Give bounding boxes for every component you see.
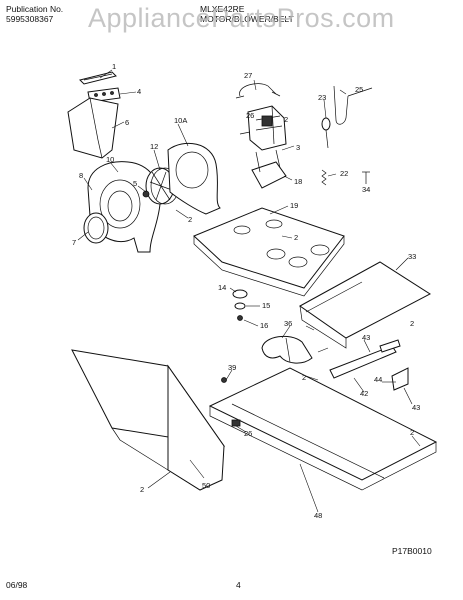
leader-lines (77, 69, 421, 513)
callout: 48 (314, 511, 322, 520)
callout: 10A (174, 116, 187, 125)
callout: 2 (284, 115, 288, 124)
callout: 10 (106, 155, 114, 164)
callout: 2 (410, 319, 414, 328)
callout: 42 (360, 389, 368, 398)
callout: 15 (262, 301, 270, 310)
callout: 25 (355, 85, 363, 94)
part-base (208, 367, 438, 491)
callout: 8 (79, 171, 83, 180)
callout: 2 (188, 215, 192, 224)
part-filter-strip (79, 71, 117, 85)
part-bushing (232, 289, 248, 321)
callout: 23 (318, 93, 326, 102)
part-idler-arm (333, 85, 373, 125)
callout: 2 (410, 428, 414, 437)
part-pulley (321, 117, 331, 149)
callout: 36 (284, 319, 292, 328)
page-number: 4 (236, 580, 241, 590)
model-number: MLXE42RE (200, 4, 245, 14)
callout: 18 (294, 177, 302, 186)
part-duct (67, 97, 119, 159)
part-rail (299, 261, 431, 349)
watermark: AppliancePartsPros.com (88, 3, 395, 33)
callout: 34 (362, 185, 370, 194)
part-blower-wheel (142, 167, 180, 205)
part-screw (362, 171, 370, 184)
callout: 1 (112, 62, 116, 71)
callout: 6 (125, 118, 129, 127)
part-housing-front (167, 142, 221, 215)
callout: 33 (408, 252, 416, 261)
callout: 19 (290, 201, 298, 210)
callout: 7 (72, 238, 76, 247)
callout: 2 (140, 485, 144, 494)
callout: 44 (374, 375, 382, 384)
section-title: MOTOR/BLOWER/BELT (200, 14, 294, 24)
callout: 14 (218, 283, 226, 292)
part-motor-mount (251, 149, 287, 189)
callout: 39 (228, 363, 236, 372)
footer-date: 06/98 (6, 580, 28, 590)
publication-number: 5995308367 (6, 14, 54, 24)
callout: 2 (302, 373, 306, 382)
callout: 16 (260, 321, 268, 330)
callout: 27 (244, 71, 252, 80)
callout: 2 (294, 233, 298, 242)
callout-labels: 1 4 6 10 10A 12 5 8 7 2 27 26 2 25 23 3 … (72, 62, 420, 520)
callout: 50 (202, 481, 210, 490)
part-spring (321, 169, 327, 186)
callout: 22 (340, 169, 348, 178)
callout: 43 (362, 333, 370, 342)
callout: 43 (412, 403, 420, 412)
part-clip (87, 87, 121, 103)
callout: 26 (244, 429, 252, 438)
drawing-code: P17B0010 (392, 546, 432, 556)
callout: 26 (246, 111, 254, 120)
callout: 12 (150, 142, 158, 151)
part-hose-elbow (261, 335, 313, 364)
publication-label: Publication No. (6, 4, 64, 14)
callout: 3 (296, 143, 300, 152)
part-wire-harness (235, 83, 281, 99)
callout: 4 (137, 87, 141, 96)
part-base-plate (193, 207, 345, 297)
part-ring (83, 212, 109, 244)
callout: 5 (133, 179, 137, 188)
part-motor (239, 105, 287, 151)
part-bracket (329, 339, 409, 391)
part-panel (71, 349, 226, 491)
